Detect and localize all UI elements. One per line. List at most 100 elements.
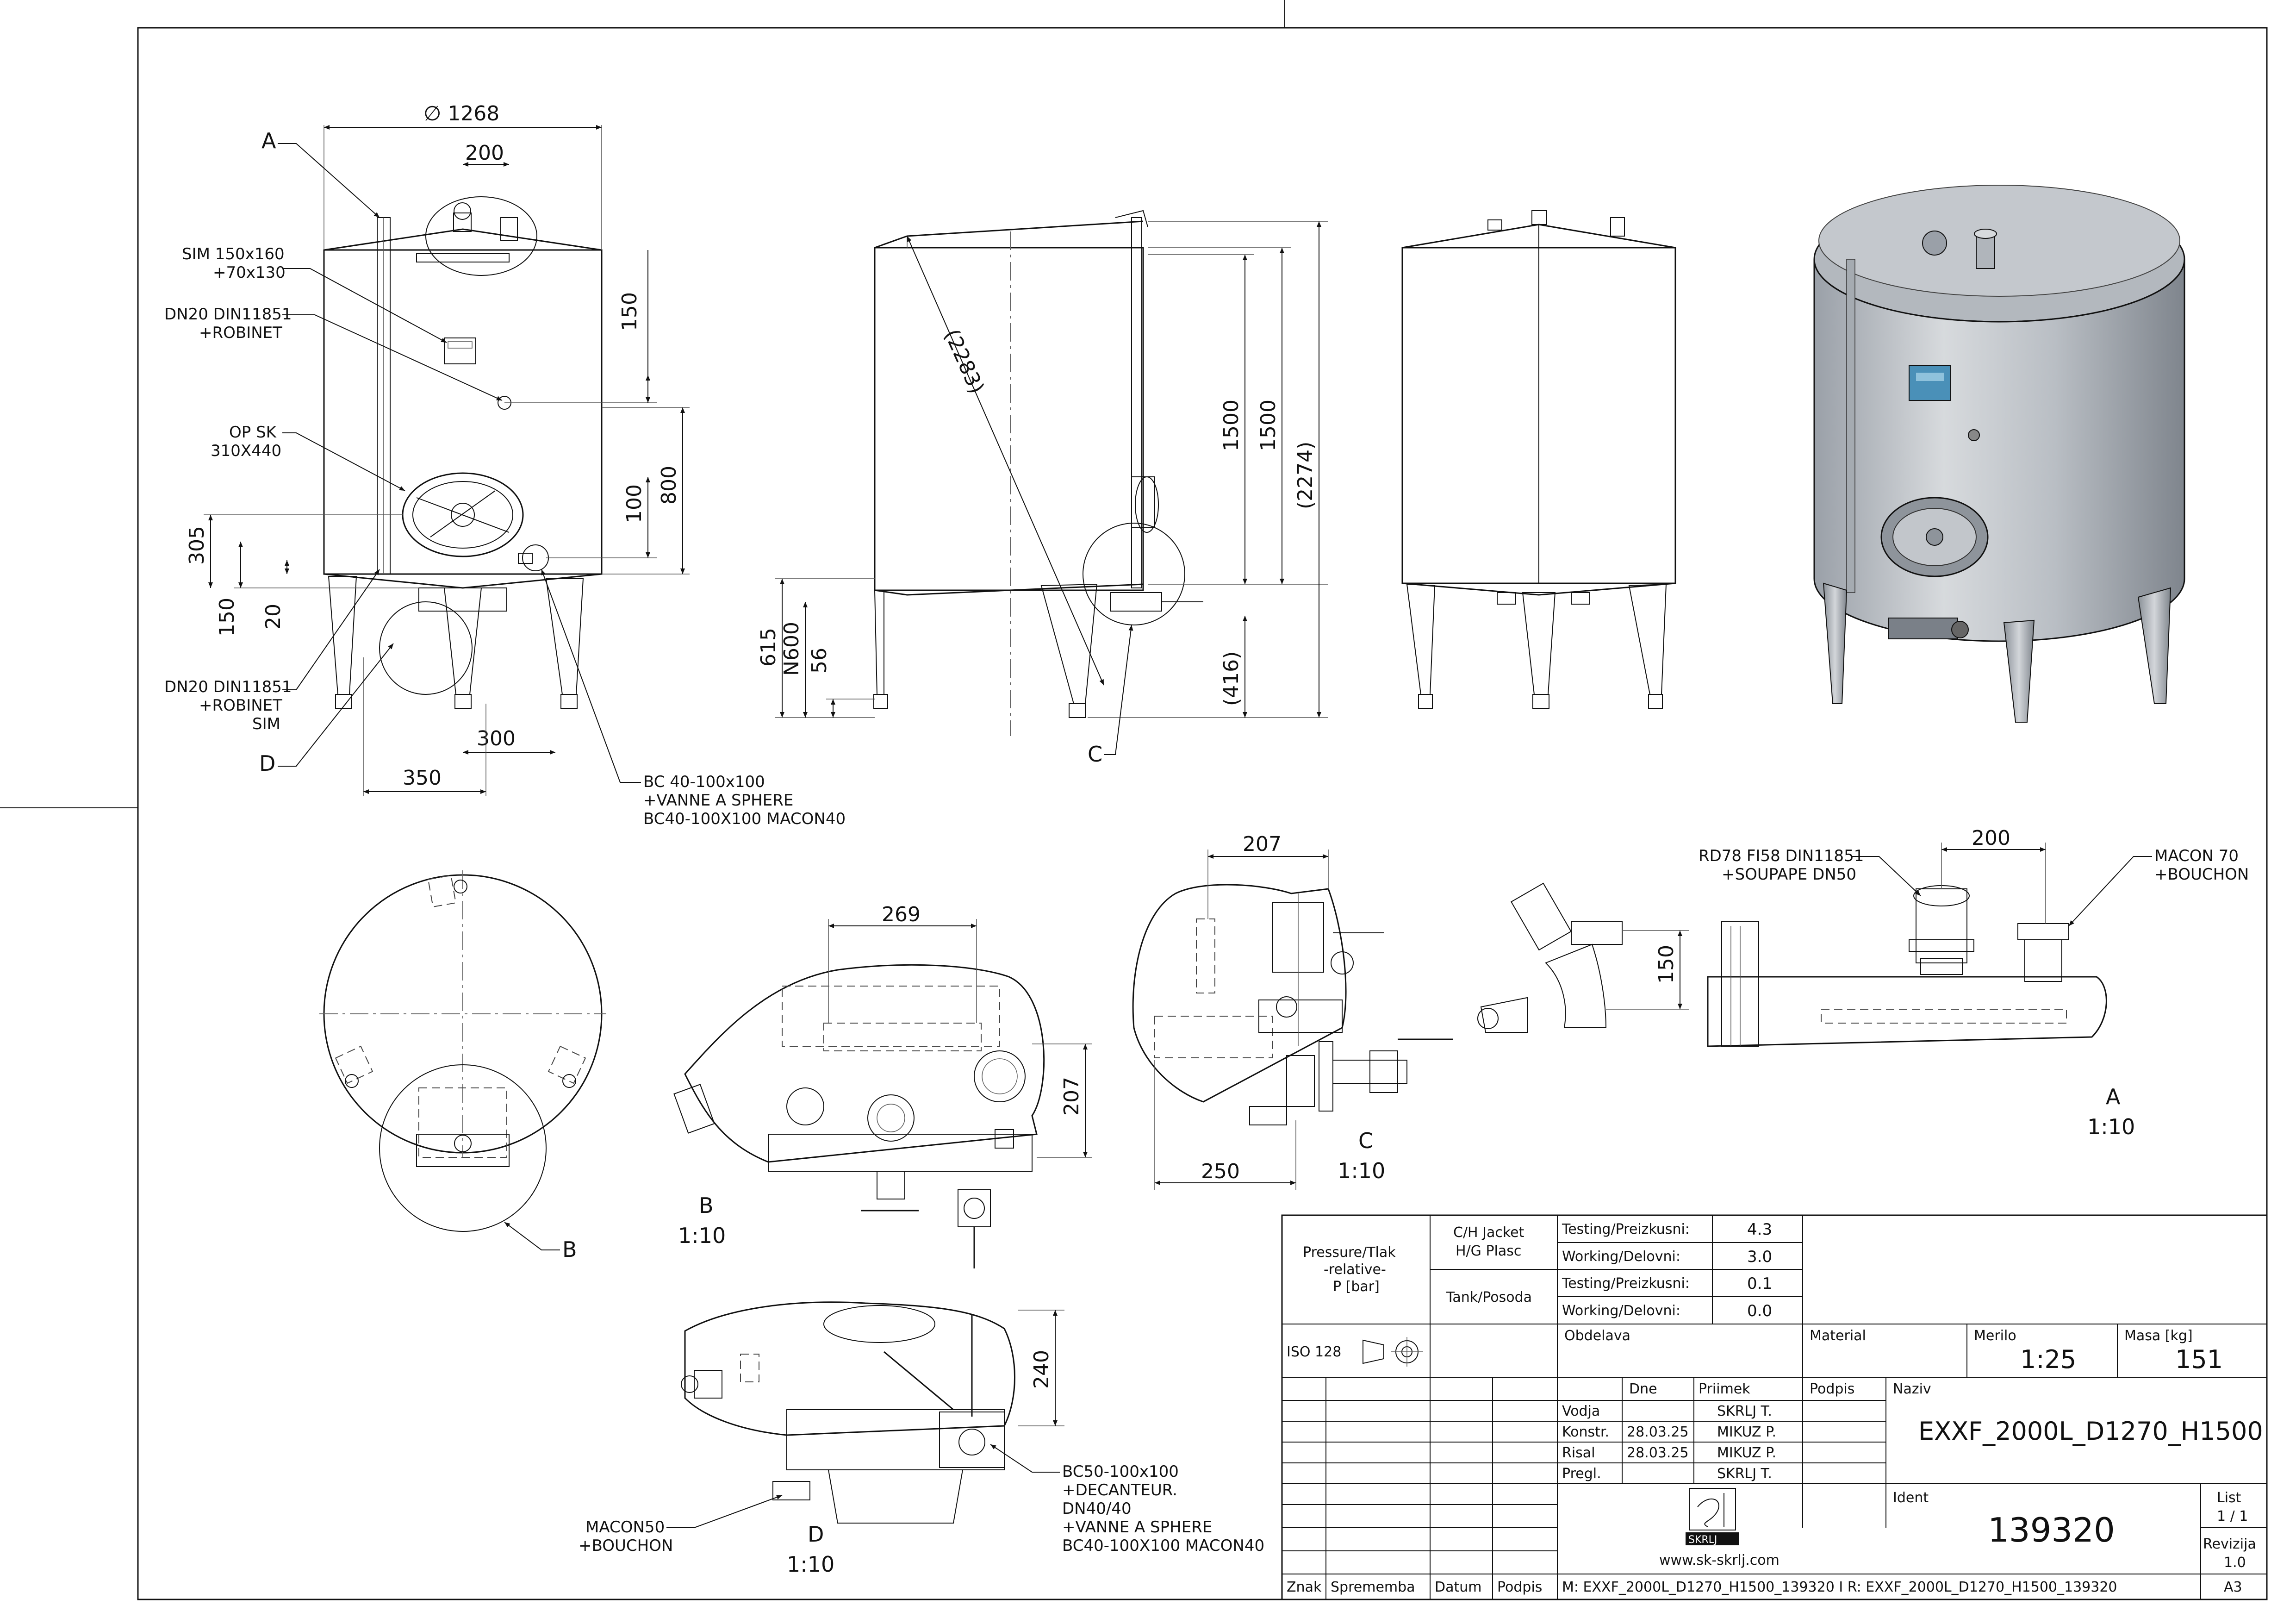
front-dim-350: 350 <box>403 766 442 790</box>
bottom-view: B <box>319 870 606 1262</box>
tb-pressure-1: Pressure/Tlak <box>1303 1244 1396 1261</box>
callout-bc50-5: BC40-100X100 MACON40 <box>1062 1537 1264 1555</box>
callout-sim-2: +70x130 <box>213 263 286 282</box>
front-dim-diameter: ∅ 1268 <box>423 102 499 125</box>
side-dim-diag: (2283) <box>940 326 989 397</box>
tb-row-2-date: 28.03.25 <box>1627 1445 1689 1461</box>
callout-rd78-2: +SOUPAPE DN50 <box>1722 865 1856 884</box>
callout-dn20-2: +ROBINET <box>199 324 282 342</box>
tb-revizija-value: 1.0 <box>2224 1555 2246 1571</box>
tb-row-1-name: MIKUZ P. <box>1717 1424 1776 1440</box>
callout-sim-1: SIM 150x160 <box>182 245 285 263</box>
front-dim-top-offset: 200 <box>465 141 504 165</box>
tb-ident-value: 139320 <box>1988 1511 2115 1549</box>
front-dim-300: 300 <box>477 727 516 750</box>
front-dim-20: 20 <box>261 604 285 630</box>
side-view: (2283) 1500 1500 (2274) (416) 615 N600 5… <box>757 210 1328 767</box>
front-dim-305: 305 <box>185 526 209 565</box>
tb-revizija: Revizija <box>2203 1536 2256 1552</box>
tb-znak: Znak <box>1287 1579 1322 1595</box>
side-dim-1500-a: 1500 <box>1220 400 1243 451</box>
callout-dn20b-2: +ROBINET <box>199 696 282 715</box>
tb-naziv-value: EXXF_2000L_D1270_H1500 <box>1918 1417 2263 1446</box>
detail-d-name: D <box>808 1522 824 1547</box>
tb-jacket-1: C/H Jacket <box>1453 1224 1524 1241</box>
detail-b-name: B <box>699 1193 714 1218</box>
callout-dn20b-1: DN20 DIN11851 <box>164 678 292 696</box>
tb-format: A3 <box>2224 1579 2242 1595</box>
side-dim-615: 615 <box>757 628 780 667</box>
tb-row-1-role: Konstr. <box>1562 1424 1609 1440</box>
side-dim-56: 56 <box>808 648 831 674</box>
tb-sprememba: Sprememba <box>1331 1579 1415 1595</box>
front-view: ∅ 1268 200 150 800 100 305 150 20 300 35… <box>185 102 690 796</box>
tb-list-value: 1 / 1 <box>2217 1508 2248 1524</box>
detail-b-dim-269: 269 <box>882 903 921 926</box>
callout-op-2: 310X440 <box>211 442 281 460</box>
detail-c-dim-207: 207 <box>1243 832 1282 856</box>
tb-iso: ISO 128 <box>1287 1344 1341 1360</box>
callout-bc50-1: BC50-100x100 <box>1062 1462 1179 1481</box>
callout-bc40-2: +VANNE A SPHERE <box>643 791 793 810</box>
callout-d: D <box>259 751 275 776</box>
tb-obdelava: Obdelava <box>1564 1328 1630 1344</box>
tb-row-0-name: SKRLJ T. <box>1717 1403 1772 1419</box>
callout-bc50-2: +DECANTEUR. <box>1062 1481 1177 1499</box>
tb-row-2-role: Risal <box>1562 1445 1595 1461</box>
tb-row-0-role: Vodja <box>1562 1403 1600 1419</box>
callout-c: C <box>1088 742 1102 767</box>
callout-bc40-3: BC40-100X100 MACON40 <box>643 810 846 828</box>
tb-jacket-working: 3.0 <box>1747 1248 1772 1266</box>
tb-priimek: Priimek <box>1699 1381 1750 1397</box>
detail-a-scale: 1:10 <box>2087 1114 2135 1139</box>
front-dim-100: 100 <box>622 484 646 523</box>
tb-masa-value: 151 <box>2175 1345 2223 1374</box>
detail-b-scale: 1:10 <box>678 1223 726 1248</box>
back-view <box>1401 210 1676 709</box>
front-callouts: A SIM 150x160 +70x130 DN20 DIN11851 +ROB… <box>164 128 846 828</box>
tb-file-ref: M: EXXF_2000L_D1270_H1500_139320 I R: EX… <box>1562 1579 2117 1595</box>
side-dim-2274: (2274) <box>1294 442 1317 509</box>
detail-c: 207 250 C 1:10 <box>1132 832 1453 1190</box>
tb-datum: Datum <box>1435 1579 1481 1595</box>
tb-row-3-name: SKRLJ T. <box>1717 1466 1772 1482</box>
detail-c-scale: 1:10 <box>1338 1158 1385 1183</box>
tb-ident: Ident <box>1893 1490 1929 1506</box>
tb-jacket-working-label: Working/Delovni: <box>1562 1249 1680 1265</box>
callout-dn20-1: DN20 DIN11851 <box>164 305 292 324</box>
detail-d-dim-240: 240 <box>1030 1350 1053 1389</box>
detail-d-scale: 1:10 <box>787 1552 834 1577</box>
tb-tank: Tank/Posoda <box>1446 1289 1532 1305</box>
tb-naziv: Naziv <box>1893 1381 1931 1397</box>
tb-pressure-2: -relative- <box>1324 1262 1386 1278</box>
tb-row-1-date: 28.03.25 <box>1627 1424 1689 1440</box>
callout-macon50-1: MACON50 <box>585 1518 665 1537</box>
callout-bc40-1: BC 40-100x100 <box>643 773 765 791</box>
front-dim-800: 800 <box>657 466 681 505</box>
tb-jacket-2: H/G Plasc <box>1456 1243 1521 1259</box>
tb-podpis-footer: Podpis <box>1497 1579 1542 1595</box>
detail-d: 240 MACON50 +BOUCHON BC50-100x100 +DECAN… <box>579 1301 1264 1577</box>
tb-website: www.sk-skrlj.com <box>1659 1552 1780 1568</box>
tb-podpis: Podpis <box>1810 1381 1854 1397</box>
callout-dn20b-3: SIM <box>252 715 280 733</box>
callout-rd78-1: RD78 FI58 DIN11851 <box>1699 847 1864 865</box>
front-dim-150-top: 150 <box>618 292 641 331</box>
tb-row-2-name: MIKUZ P. <box>1717 1445 1776 1461</box>
callout-macon50-2: +BOUCHON <box>579 1537 673 1555</box>
tb-material: Material <box>1810 1328 1866 1344</box>
tb-logo-text: SKRLJ <box>1688 1534 1717 1546</box>
sheet-frame <box>0 0 2268 1600</box>
callout-bc50-3: DN40/40 <box>1062 1499 1132 1518</box>
tb-row-3-role: Pregl. <box>1562 1466 1601 1482</box>
detail-valve: 150 <box>1477 882 1689 1033</box>
tb-list: List <box>2217 1490 2241 1506</box>
detail-a-name: A <box>2106 1084 2121 1109</box>
side-dim-416: (416) <box>1220 651 1243 706</box>
tb-tank-working-label: Working/Delovni: <box>1562 1303 1680 1319</box>
detail-c-dim-250: 250 <box>1201 1160 1240 1183</box>
tb-pressure-3: P [bar] <box>1333 1279 1380 1295</box>
company-logo: SKRLJ www.sk-skrlj.com <box>1659 1488 1780 1568</box>
detail-valve-dim-150: 150 <box>1655 945 1678 984</box>
tb-dne: Dne <box>1629 1381 1657 1397</box>
